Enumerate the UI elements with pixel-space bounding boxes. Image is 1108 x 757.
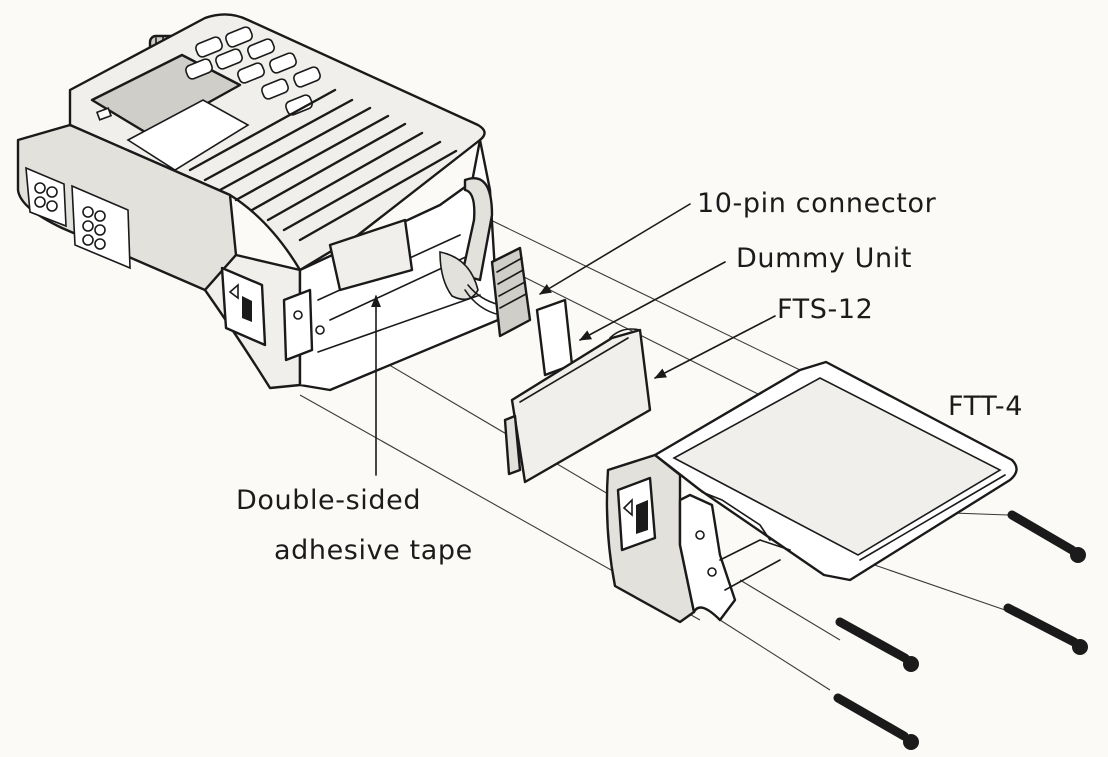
jack-cluster-icon <box>34 182 106 250</box>
label-fts-12: FTS-12 <box>777 294 874 325</box>
dummy-unit <box>535 298 574 377</box>
screws <box>833 510 1088 750</box>
label-adhesive-tape: adhesive tape <box>274 535 473 566</box>
label-dummy-unit: Dummy Unit <box>736 243 913 274</box>
label-10-pin-connector: 10-pin connector <box>697 188 937 219</box>
fts-12-board <box>503 328 652 484</box>
speaker-grille <box>188 88 458 242</box>
leader-arrows <box>371 203 776 476</box>
screw-icon <box>833 693 919 750</box>
radio-body <box>16 13 532 392</box>
ftt-4-case <box>605 360 1018 624</box>
connector-leader-arrow <box>539 203 691 295</box>
fts-leader-arrow <box>654 315 776 379</box>
connector-block-icon <box>490 246 532 338</box>
screw-icon <box>1007 510 1086 563</box>
screw-icon <box>835 617 919 672</box>
latch-button-icon <box>220 266 267 347</box>
label-double-sided: Double-sided <box>236 485 422 516</box>
keypad-icon <box>185 26 321 116</box>
screw-icon <box>1003 603 1088 655</box>
dummy-leader-arrow <box>579 261 726 341</box>
label-ftt-4: FTT-4 <box>948 391 1024 422</box>
